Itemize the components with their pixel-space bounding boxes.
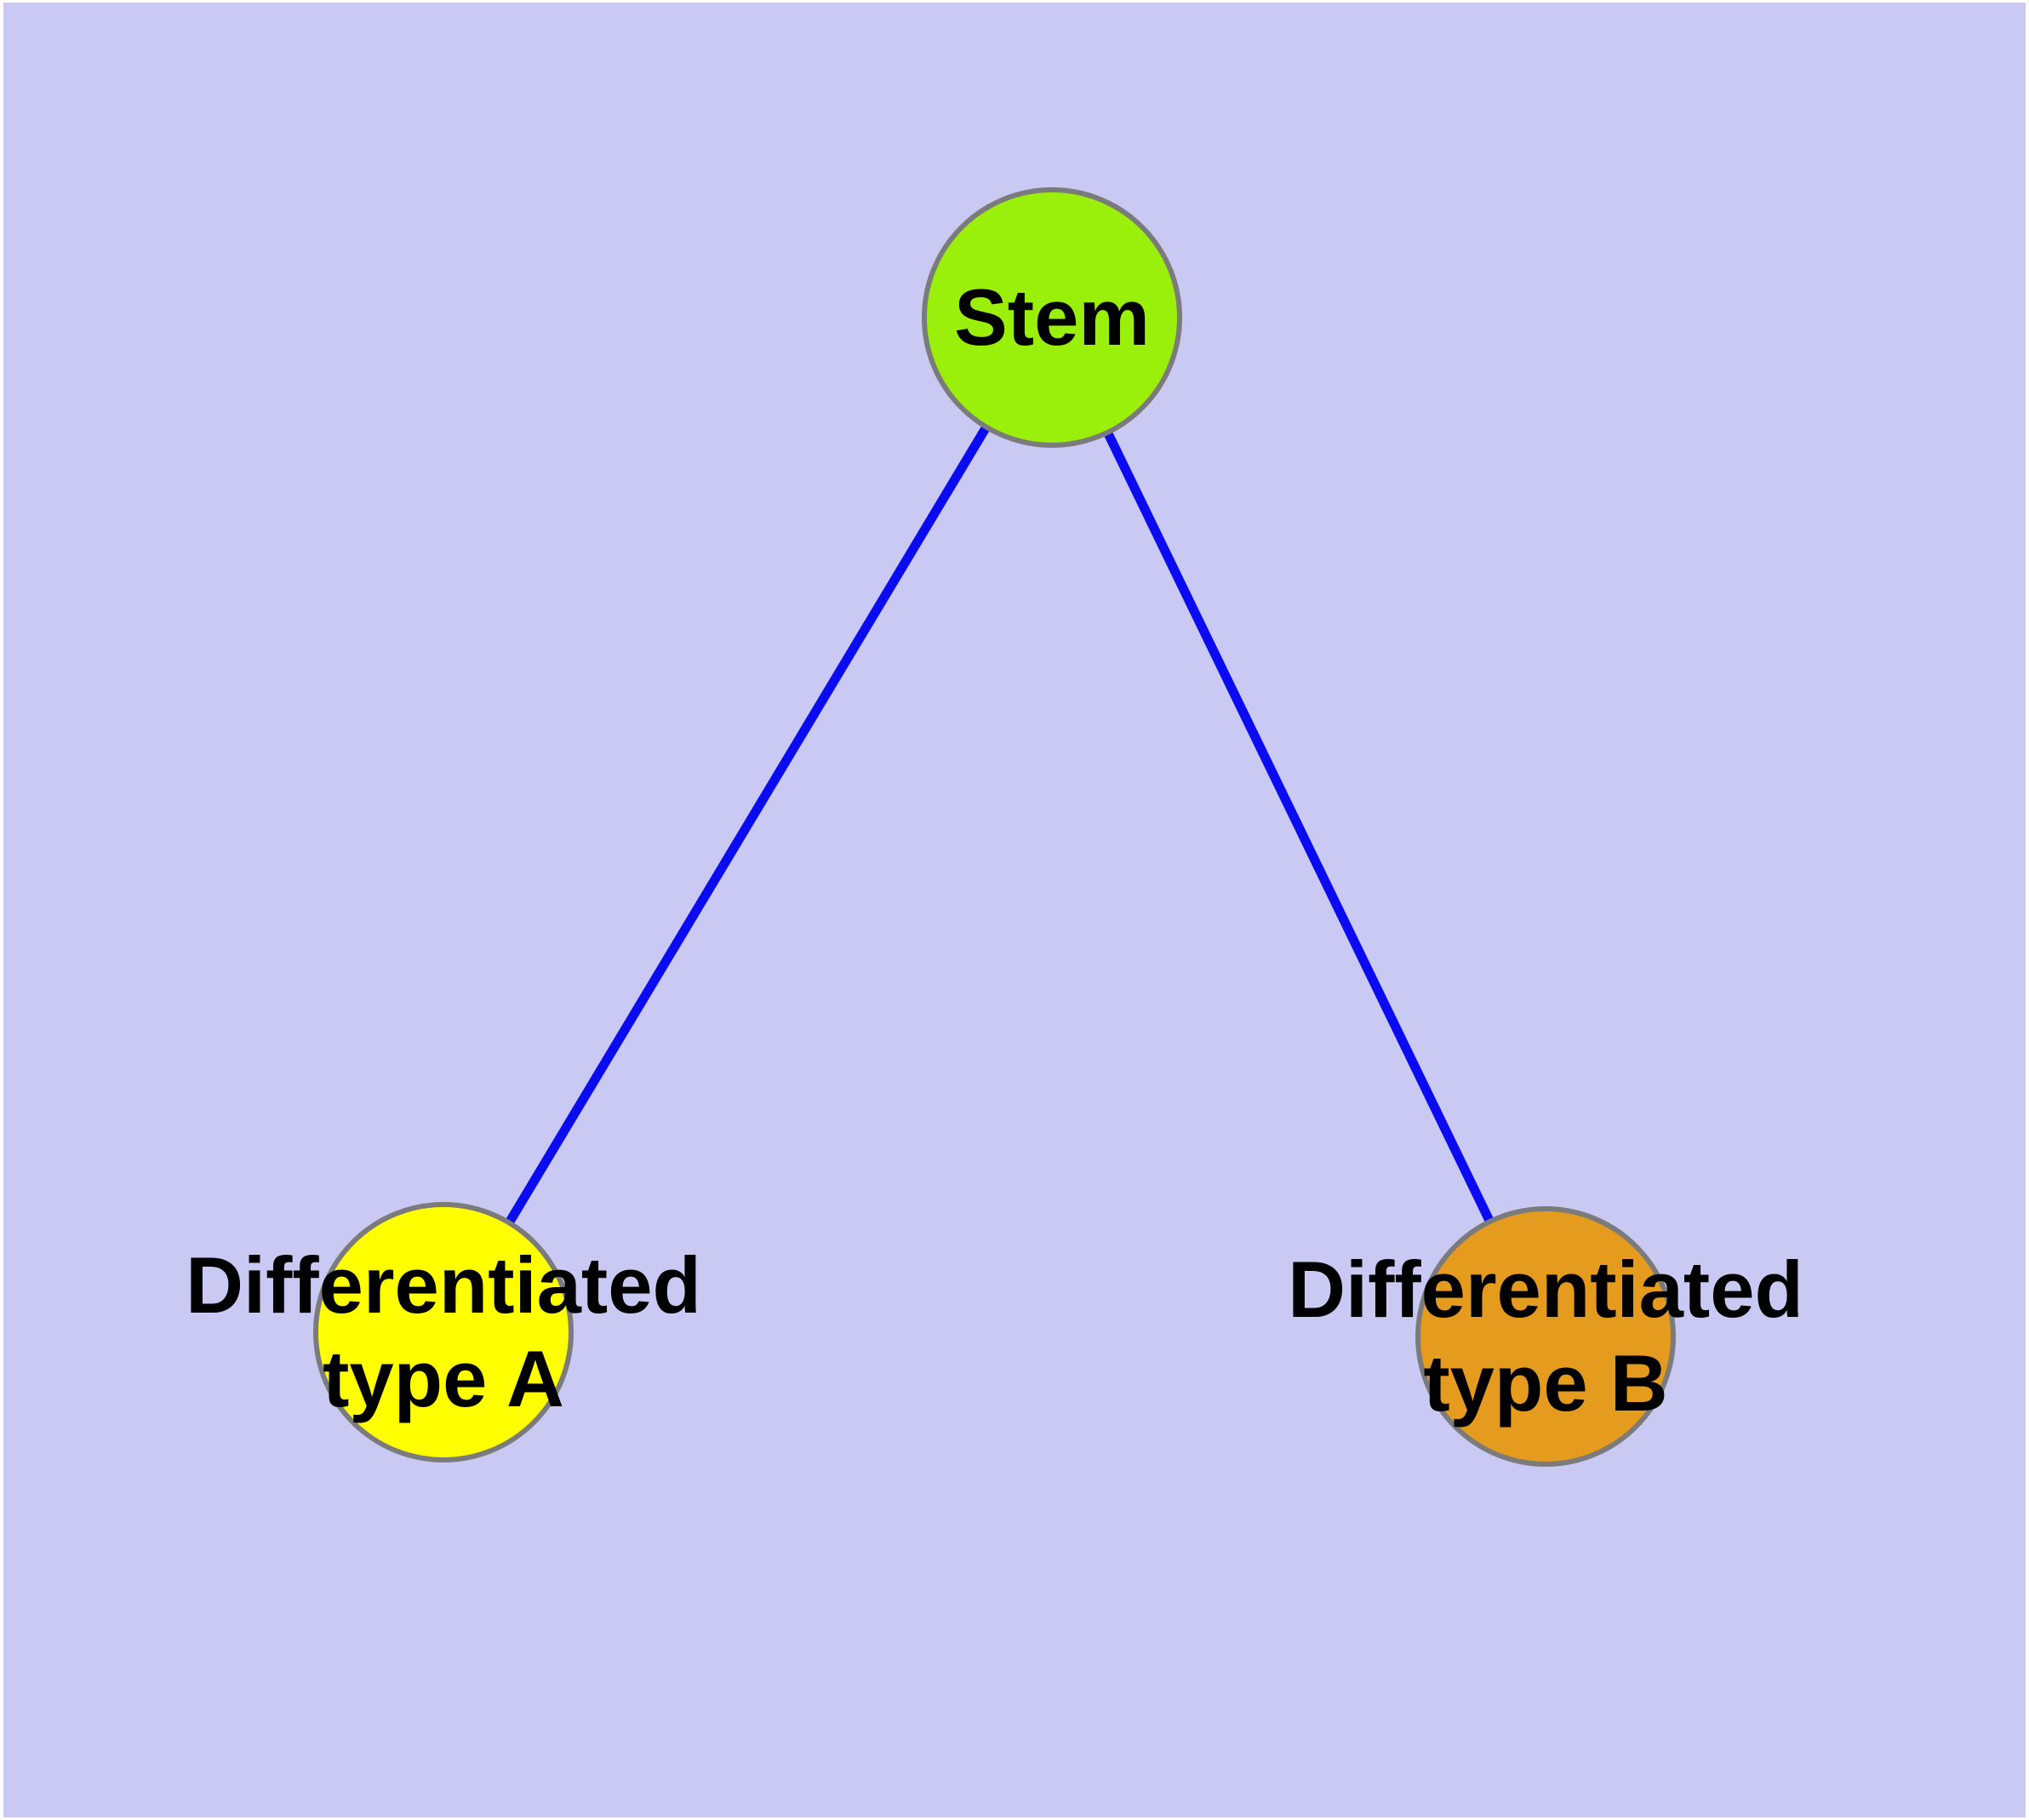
graph-drawing: [3, 3, 2026, 1817]
edge-stem-to-type-a: [439, 315, 1056, 1335]
node-type-a-label-line2: type A: [323, 1334, 564, 1423]
node-type-b-label-line2: type B: [1423, 1338, 1668, 1428]
edge-stem-to-type-b: [1048, 315, 1550, 1339]
node-type-b-label-line1: Differentiated: [1288, 1245, 1803, 1334]
node-differentiated-type-a: [313, 1202, 574, 1462]
node-type-a-label: Differentiated type A: [186, 1239, 701, 1426]
node-differentiated-type-b: [1415, 1206, 1676, 1467]
node-type-a-label-line1: Differentiated: [186, 1240, 701, 1330]
graph-canvas: Stem Differentiated type A Differentiate…: [3, 3, 2026, 1817]
node-stem-label: Stem: [954, 272, 1150, 362]
node-type-b-label: Differentiated type B: [1288, 1243, 1803, 1430]
node-stem: [922, 187, 1182, 448]
